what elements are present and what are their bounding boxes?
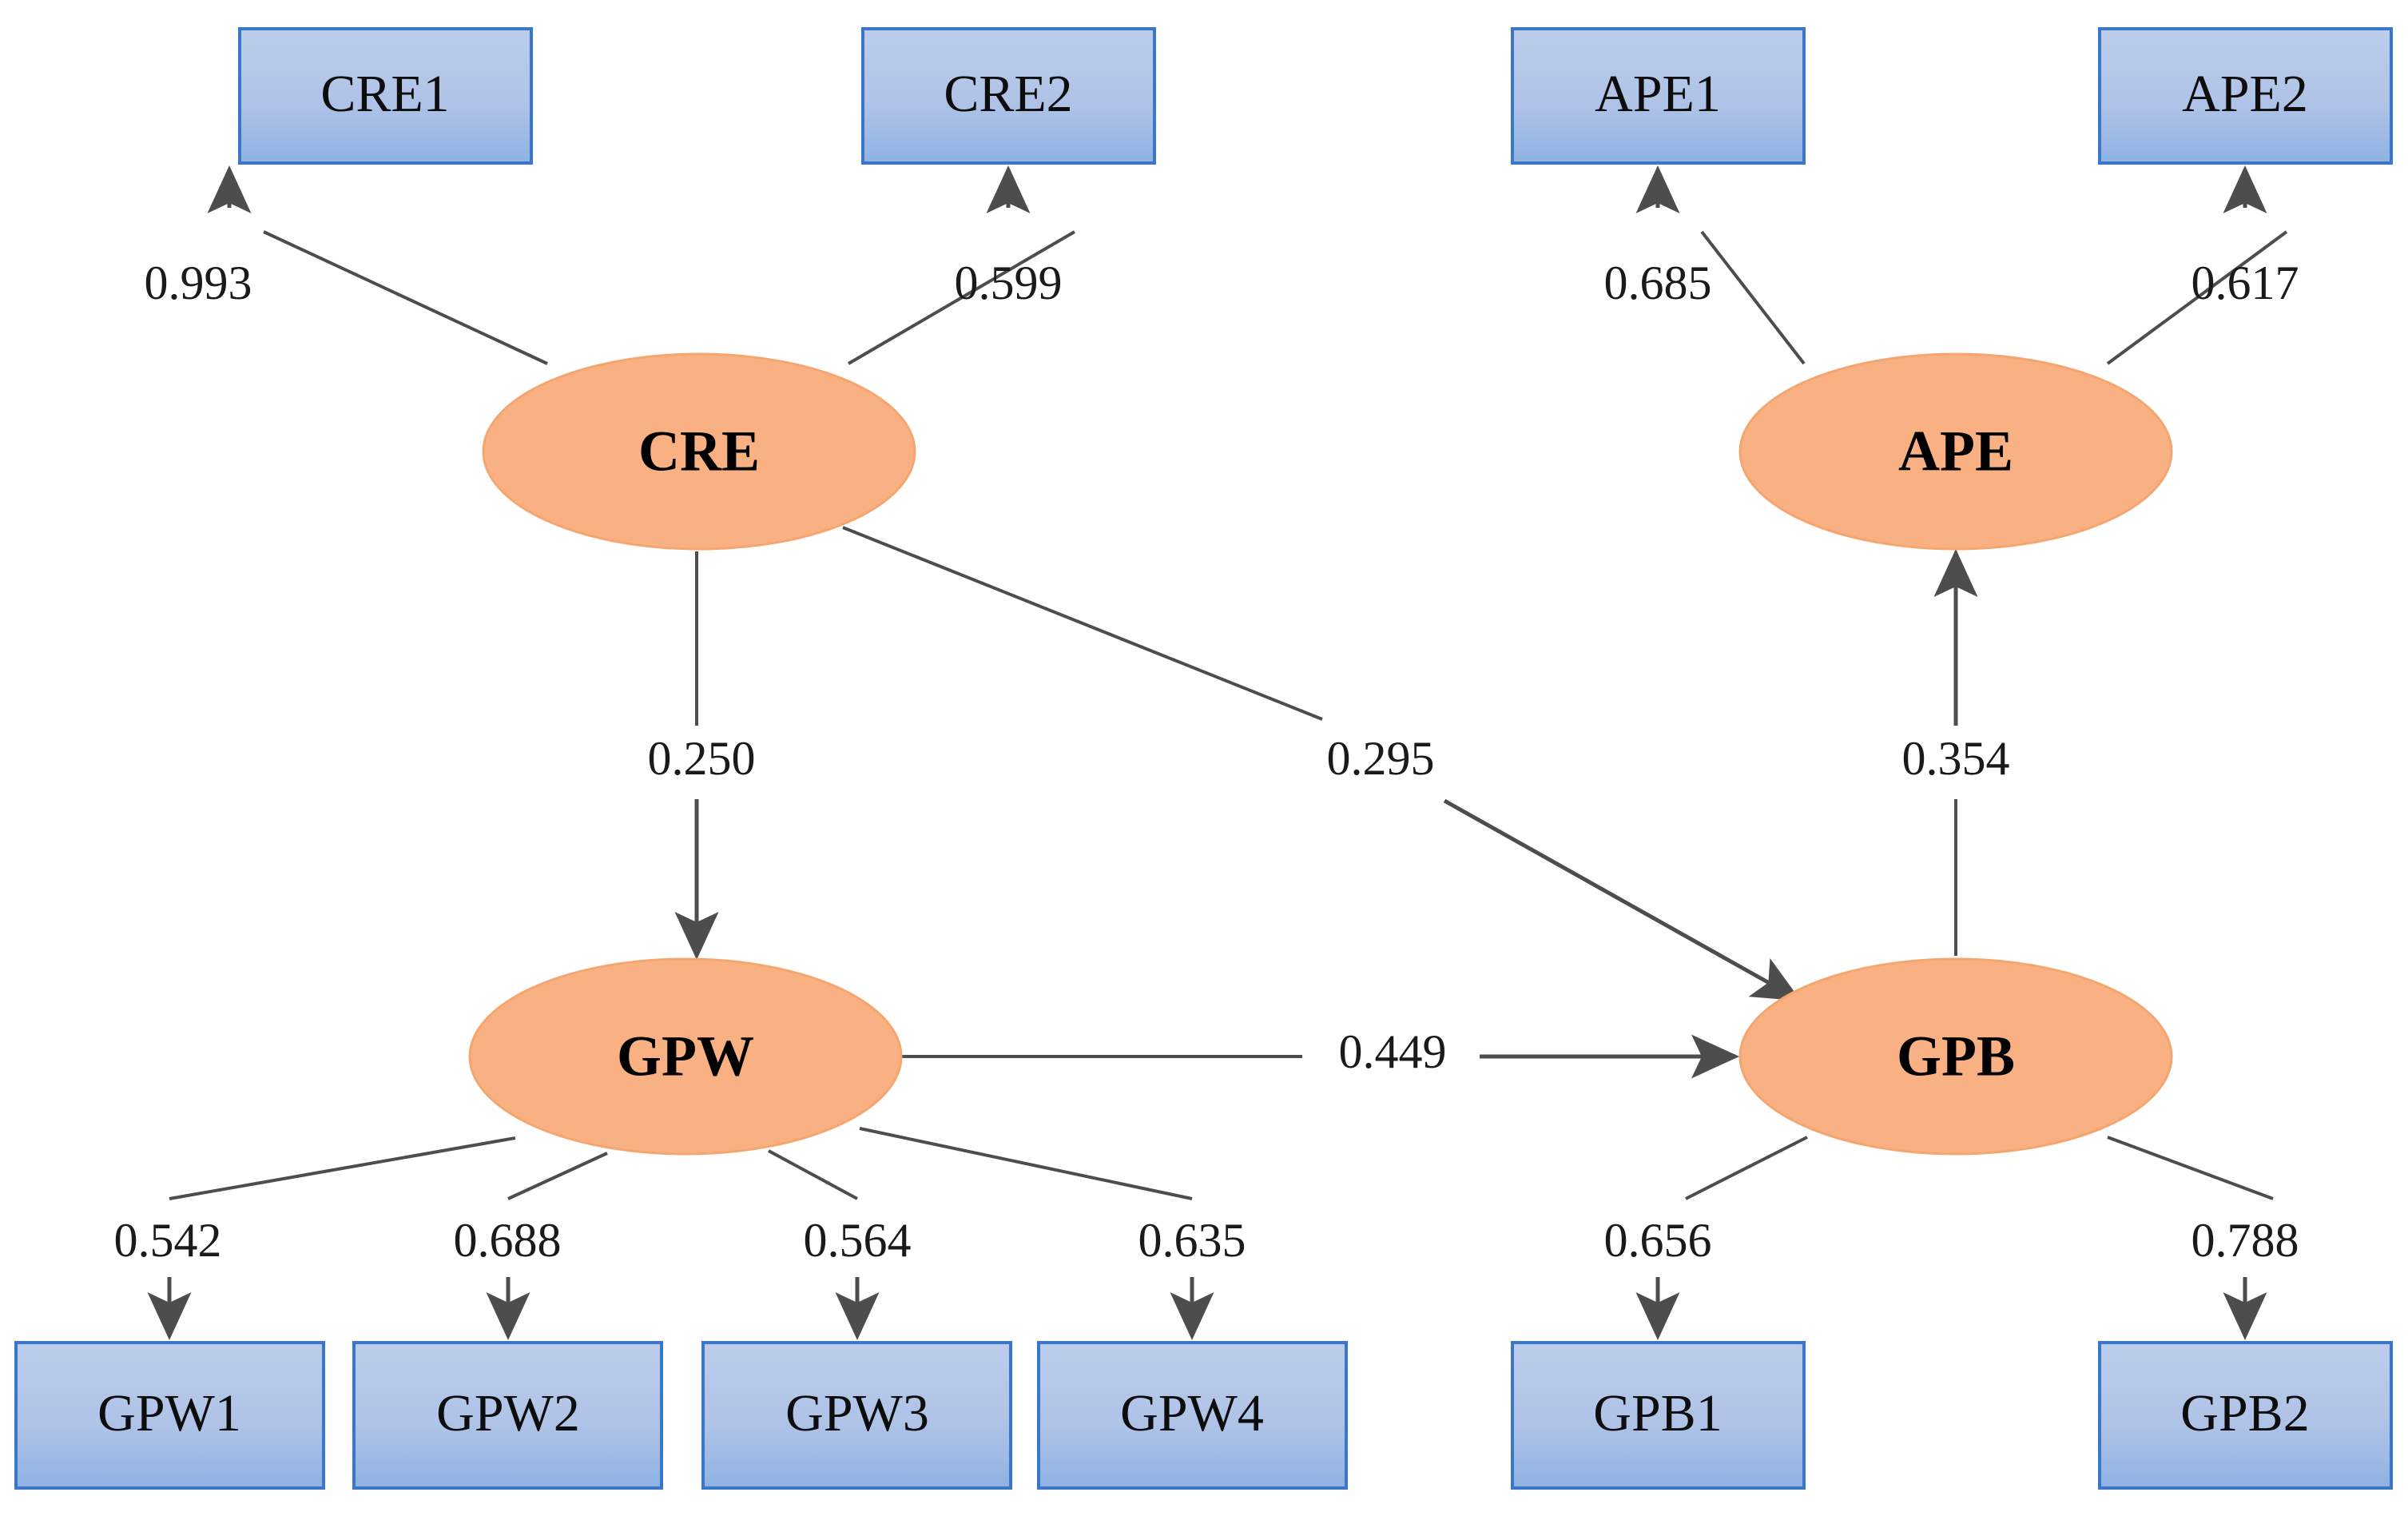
edge-group-gpw-measurement: [147, 1127, 1214, 1340]
indicator-rect-cre1: [238, 27, 533, 165]
indicator-label-cre1: CRE1: [320, 65, 449, 123]
indicator-rect-gpb1: [1511, 1341, 1806, 1490]
coefficient-ape-ape2: 0.617: [2191, 257, 2299, 309]
coefficient-gpw-gpb: 0.449: [1339, 1025, 1447, 1078]
construct-ellipse-gpb: [1738, 957, 2173, 1156]
edge-gpw-to-gpw3-diagonal: [768, 1149, 858, 1200]
indicator-box-ape2[interactable]: APE2: [2098, 27, 2393, 165]
coefficient-cre-gpb: 0.295: [1327, 732, 1435, 785]
coefficient-gpw-gpw2: 0.688: [454, 1214, 562, 1267]
indicator-label-gpw2: GPW2: [436, 1384, 580, 1442]
edge-group-ape-measurement: [1635, 165, 2288, 365]
construct-node-gpw[interactable]: GPW: [468, 957, 903, 1156]
edge-gpb-to-gpb1-diagonal: [1685, 1136, 1808, 1200]
edge-cre-to-gpb-upper: [842, 526, 1323, 721]
indicator-label-gpb1: GPB1: [1593, 1384, 1722, 1442]
coefficient-gpb-gpb2: 0.788: [2191, 1214, 2299, 1267]
construct-label-ape: APE: [1898, 420, 2013, 483]
construct-ellipse-cre: [482, 352, 916, 551]
indicator-rect-gpb2: [2098, 1341, 2393, 1490]
edge-group-cre-measurement: [207, 165, 1076, 365]
edge-gpb-to-gpb2-diagonal: [2107, 1136, 2274, 1200]
edge-cre-to-cre2-diagonal: [847, 230, 1076, 365]
indicator-label-ape2: APE2: [2182, 65, 2308, 123]
indicator-rect-gpw1: [14, 1341, 325, 1490]
indicator-box-gpw4[interactable]: GPW4: [1037, 1341, 1348, 1490]
edge-cre-to-gpb-arrow: [1443, 798, 1802, 1001]
indicator-box-ape1[interactable]: APE1: [1511, 27, 1806, 165]
indicator-box-gpw1[interactable]: GPW1: [14, 1341, 325, 1490]
indicator-label-cre2: CRE2: [944, 65, 1072, 123]
coefficient-cre-gpw: 0.250: [648, 732, 756, 785]
indicator-label-gpb2: GPB2: [2180, 1384, 2309, 1442]
coefficient-gpw-gpw4: 0.635: [1138, 1214, 1246, 1267]
indicator-box-gpb2[interactable]: GPB2: [2098, 1341, 2393, 1490]
edge-ape-to-ape2-diagonal: [2106, 230, 2288, 365]
coefficient-cre-cre2: 0.599: [955, 257, 1063, 309]
indicator-boxes: CRE1 CRE2 APE1 APE2 GPW1: [14, 27, 2393, 1490]
coefficient-labels: 0.993 0.599 0.685 0.617 0.542 0.688 0.56…: [114, 257, 2299, 1267]
edge-gpw-to-gpw1-diagonal: [169, 1136, 516, 1200]
coefficient-ape-ape1: 0.685: [1604, 257, 1712, 309]
construct-label-gpw: GPW: [617, 1025, 754, 1088]
construct-ellipse-gpw: [468, 957, 903, 1156]
indicator-box-gpw2[interactable]: GPW2: [352, 1341, 663, 1490]
construct-ellipse-ape: [1738, 352, 2173, 551]
indicator-label-gpw1: GPW1: [97, 1384, 241, 1442]
indicator-box-gpw3[interactable]: GPW3: [701, 1341, 1012, 1490]
indicator-rect-cre2: [861, 27, 1156, 165]
edge-group-structural: [674, 526, 1978, 1079]
indicator-rect-gpw2: [352, 1341, 663, 1490]
indicator-box-cre2[interactable]: CRE2: [861, 27, 1156, 165]
coefficient-gpb-ape: 0.354: [1902, 732, 2010, 785]
indicator-label-ape1: APE1: [1595, 65, 1721, 123]
coefficient-cre-cre1: 0.993: [145, 257, 252, 309]
edge-cre-to-cre1-diagonal: [263, 230, 548, 365]
construct-node-ape[interactable]: APE: [1738, 352, 2173, 551]
indicator-label-gpw4: GPW4: [1120, 1384, 1264, 1442]
indicator-label-gpw3: GPW3: [785, 1384, 929, 1442]
edge-group-gpb-measurement: [1635, 1136, 2274, 1340]
construct-label-gpb: GPB: [1897, 1025, 2015, 1088]
coefficient-gpw-gpw3: 0.564: [804, 1214, 912, 1267]
coefficient-gpw-gpw1: 0.542: [114, 1214, 222, 1267]
edge-gpw-to-gpw2-diagonal: [507, 1152, 608, 1200]
construct-node-gpb[interactable]: GPB: [1738, 957, 2173, 1156]
construct-node-cre[interactable]: CRE: [482, 352, 916, 551]
edge-ape-to-ape1-diagonal: [1700, 230, 1806, 365]
indicator-rect-gpw4: [1037, 1341, 1348, 1490]
indicator-rect-gpw3: [701, 1341, 1012, 1490]
construct-ellipses: CRE APE GPW GPB: [468, 352, 2173, 1156]
indicator-box-gpb1[interactable]: GPB1: [1511, 1341, 1806, 1490]
coefficient-gpb-gpb1: 0.656: [1604, 1214, 1712, 1267]
construct-label-cre: CRE: [638, 420, 760, 483]
edge-gpw-to-gpw4-diagonal: [859, 1127, 1193, 1200]
indicator-rect-ape2: [2098, 27, 2393, 165]
indicator-rect-ape1: [1511, 27, 1806, 165]
indicator-box-cre1[interactable]: CRE1: [238, 27, 533, 165]
